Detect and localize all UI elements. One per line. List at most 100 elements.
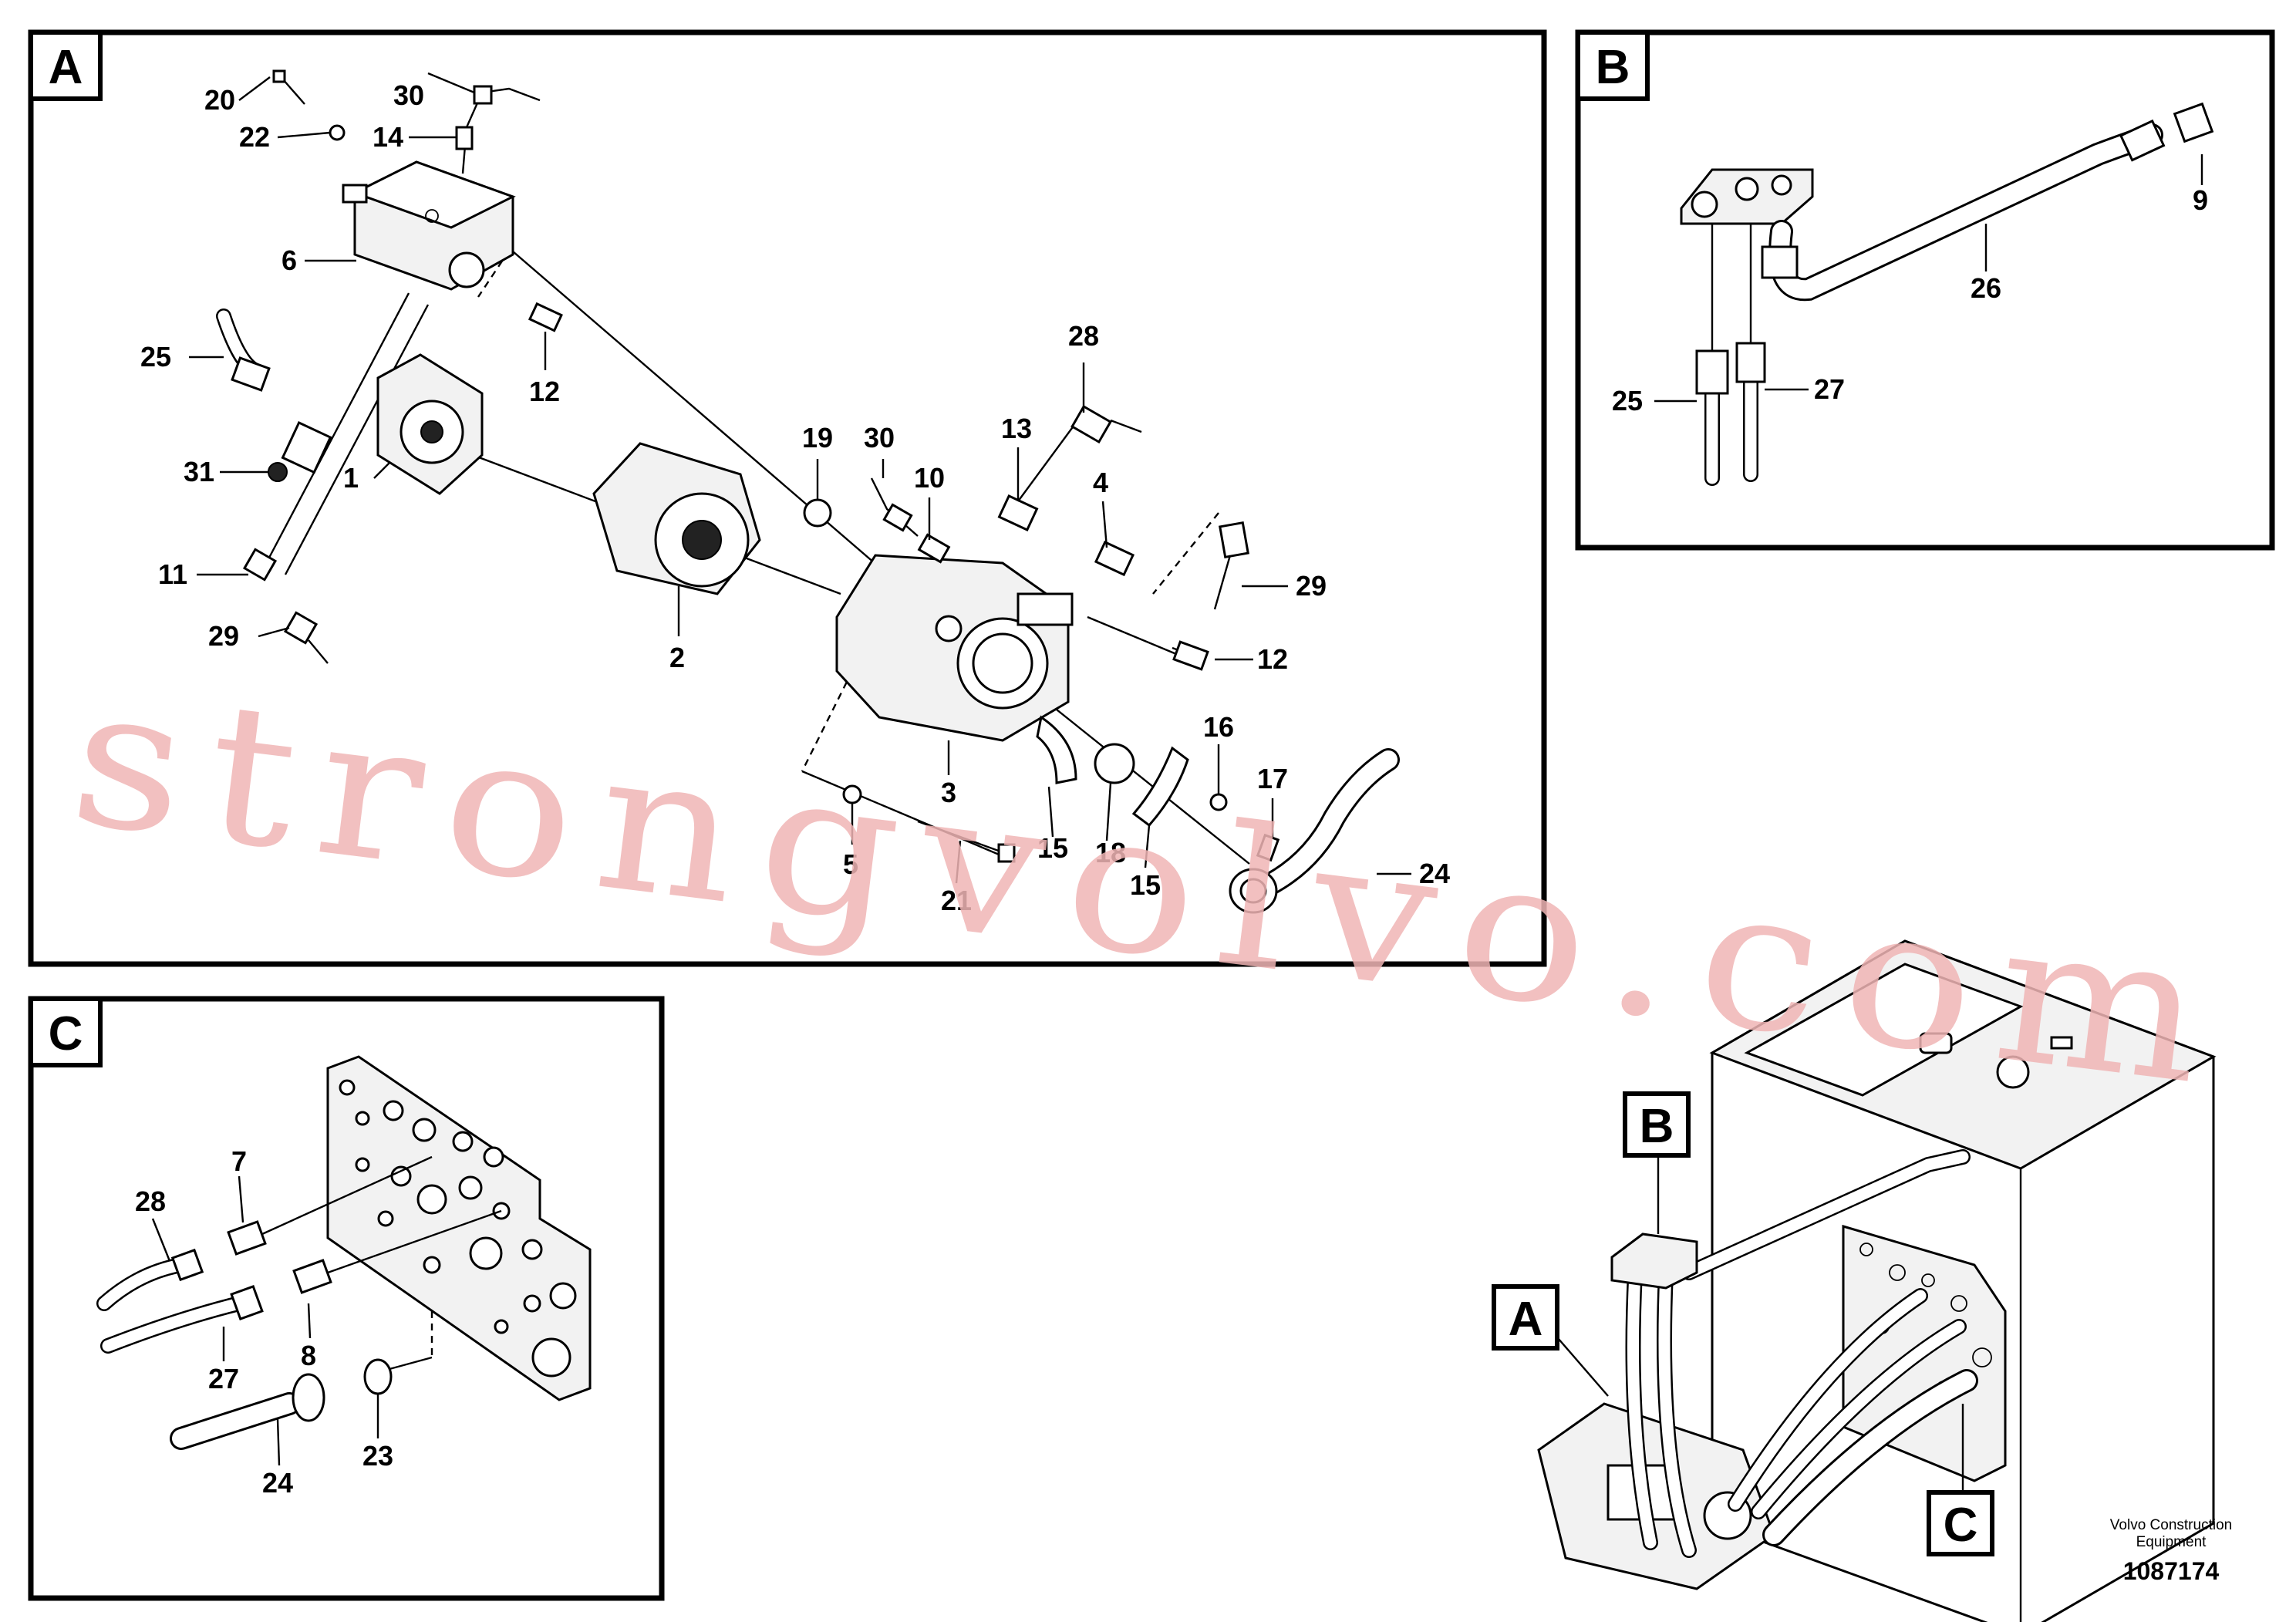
hose-25-b-fitting (1695, 349, 1729, 395)
pointer-a (1557, 1337, 1609, 1397)
callout-9: 9 (2193, 184, 2208, 216)
callout-15: 15 (1037, 832, 1068, 864)
callout-29: 29 (208, 620, 239, 652)
fitting-30-mid (882, 503, 913, 532)
callout-28: 28 (1068, 320, 1099, 352)
manufacturer-line-2: Equipment (2136, 1534, 2207, 1550)
overview-callout-b-box (1623, 1091, 1691, 1158)
callout-12: 12 (529, 376, 560, 407)
oring-19 (803, 498, 832, 528)
valve-block-top (352, 160, 516, 229)
panel-c-frame (28, 996, 665, 1601)
callout-7: 7 (231, 1145, 247, 1177)
guide-line (261, 1155, 433, 1236)
manifold-plate (326, 1055, 592, 1401)
panel-c: C (28, 996, 665, 1601)
hose-27-c-fitting (230, 1284, 264, 1321)
panel-b-label-box (1576, 30, 1650, 101)
oring-18 (1094, 743, 1135, 784)
leaders-c (151, 1175, 379, 1466)
callout-31: 31 (184, 456, 214, 487)
dashed-guide (1152, 512, 1219, 595)
manifold-plate-holes (339, 1079, 577, 1378)
panel-b-label: B (1596, 41, 1630, 94)
valve-hole (425, 209, 439, 223)
valve-port (448, 251, 485, 288)
callout-12: 12 (1257, 643, 1288, 675)
callout-6: 6 (282, 244, 297, 276)
plug-12-top (528, 302, 563, 332)
pump-2-shaft (682, 520, 722, 560)
callout-27: 27 (208, 1363, 239, 1394)
fitting-13 (997, 494, 1039, 532)
guide-line (389, 1356, 433, 1371)
panel-c-label: C (49, 1007, 83, 1061)
oring-23 (363, 1358, 393, 1395)
tank-opening (1744, 963, 2024, 1097)
panel-c-label-box (29, 996, 103, 1067)
hose-27-b-fitting (1735, 342, 1766, 383)
panel-a-label: A (49, 41, 83, 94)
panel-b-frame (1575, 29, 2275, 551)
fitting-29-right (1219, 521, 1249, 559)
callout-13: 13 (1001, 413, 1032, 444)
callout-3: 3 (941, 777, 956, 808)
washer-22 (329, 124, 346, 141)
guide-line (327, 1209, 502, 1274)
bolt-21-head (997, 843, 1016, 863)
pump-control (1017, 592, 1074, 626)
clamp-15-a (1036, 715, 1077, 784)
fitting-9 (2173, 102, 2214, 143)
hose-26-end-b (2119, 119, 2166, 162)
valve-plug (342, 184, 368, 204)
callout-15: 15 (1130, 869, 1161, 901)
tube-28-end (1110, 419, 1142, 433)
callout-27: 27 (1814, 373, 1845, 405)
leaders-a (189, 72, 1411, 884)
watermark: strongvolvo.com (61, 643, 2240, 1130)
document-number: 1087174 (2123, 1557, 2220, 1585)
fitting-31 (281, 421, 332, 474)
bolt-21 (917, 820, 1003, 854)
bolt-17 (1256, 833, 1280, 862)
panel-a: A (28, 29, 1547, 967)
fitting-28 (1070, 404, 1112, 444)
callout-19: 19 (802, 422, 833, 454)
callout-16: 16 (1203, 711, 1234, 743)
panel-b: B 9 26 25 27 (1575, 29, 2275, 551)
callout-10: 10 (914, 462, 945, 494)
plug-12-right (1172, 640, 1209, 671)
bolt-20-head (272, 69, 286, 83)
callout-20: 20 (204, 84, 235, 116)
overview-manifold (1610, 1233, 1698, 1290)
callout-25: 25 (1612, 385, 1643, 416)
callout-11: 11 (158, 558, 187, 590)
tank-handle (1919, 1032, 1953, 1054)
cover-1-hub (420, 420, 443, 443)
tank-top (1709, 939, 2217, 1170)
tube-29 (308, 639, 329, 664)
callout-18: 18 (1095, 837, 1126, 868)
hose-26-end (1761, 245, 1799, 279)
fitting-29 (283, 611, 319, 645)
tube-29-right (1213, 555, 1232, 610)
dashed-guide (801, 670, 854, 772)
callout-28: 28 (135, 1185, 166, 1217)
callout-26: 26 (1971, 272, 2001, 304)
fitting-7 (227, 1220, 267, 1256)
overview-callout-c: C (1944, 1499, 1978, 1552)
pump-housing-hole (935, 615, 963, 642)
tank-cap (1996, 1055, 2030, 1089)
guide-line (284, 304, 430, 575)
hose-28-c-fitting (170, 1248, 204, 1282)
panel-a-label-box (29, 30, 103, 101)
callout-21: 21 (941, 885, 972, 916)
callout-23: 23 (362, 1440, 393, 1472)
callout-29: 29 (1296, 570, 1327, 602)
fitting-10 (917, 533, 951, 564)
hose-24-c-flange (292, 1373, 325, 1422)
fitting-8 (292, 1259, 332, 1294)
overview-callout-a: A (1509, 1293, 1543, 1346)
overview-assembly: B A C (1492, 939, 2217, 1622)
